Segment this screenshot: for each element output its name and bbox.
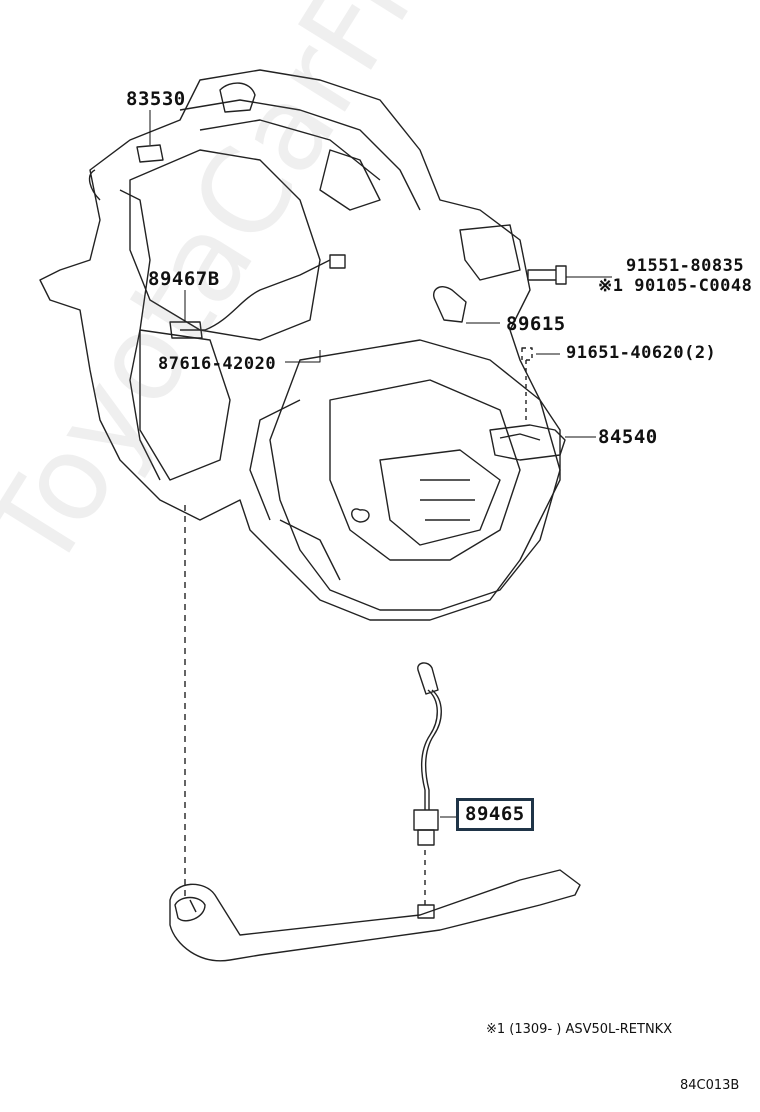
exhaust-pipe <box>169 869 581 962</box>
part-label-89615[interactable]: 89615 <box>506 313 566 335</box>
part-label-84540[interactable]: 84540 <box>598 426 658 448</box>
applicability-footnote: ※1 (1309- ) ASV50L-RETNKX <box>486 1022 673 1037</box>
upper-sensor-wire <box>180 259 331 331</box>
oil-pressure-switch <box>136 144 164 163</box>
engine-block-outline <box>39 69 561 621</box>
neutral-switch <box>489 424 566 461</box>
figure-code: 84C013B <box>680 1078 740 1093</box>
part-label-89465-highlighted[interactable]: 89465 <box>456 798 534 831</box>
bolt-91551 <box>527 265 567 285</box>
part-label-83530[interactable]: 83530 <box>126 88 186 110</box>
part-label-91551-80835[interactable]: 91551-80835 <box>626 256 745 276</box>
lower-sensor-wire <box>421 689 438 810</box>
knock-sensor <box>433 286 467 323</box>
part-label-91651-40620[interactable]: 91651-40620(2) <box>566 343 717 363</box>
part-label-87616-42020[interactable]: 87616-42020 <box>158 354 277 374</box>
part-label-89467b[interactable]: 89467B <box>148 268 220 290</box>
transmission-outline <box>269 339 561 611</box>
part-label-90105-c0048[interactable]: ※1 90105-C0048 <box>598 276 753 296</box>
